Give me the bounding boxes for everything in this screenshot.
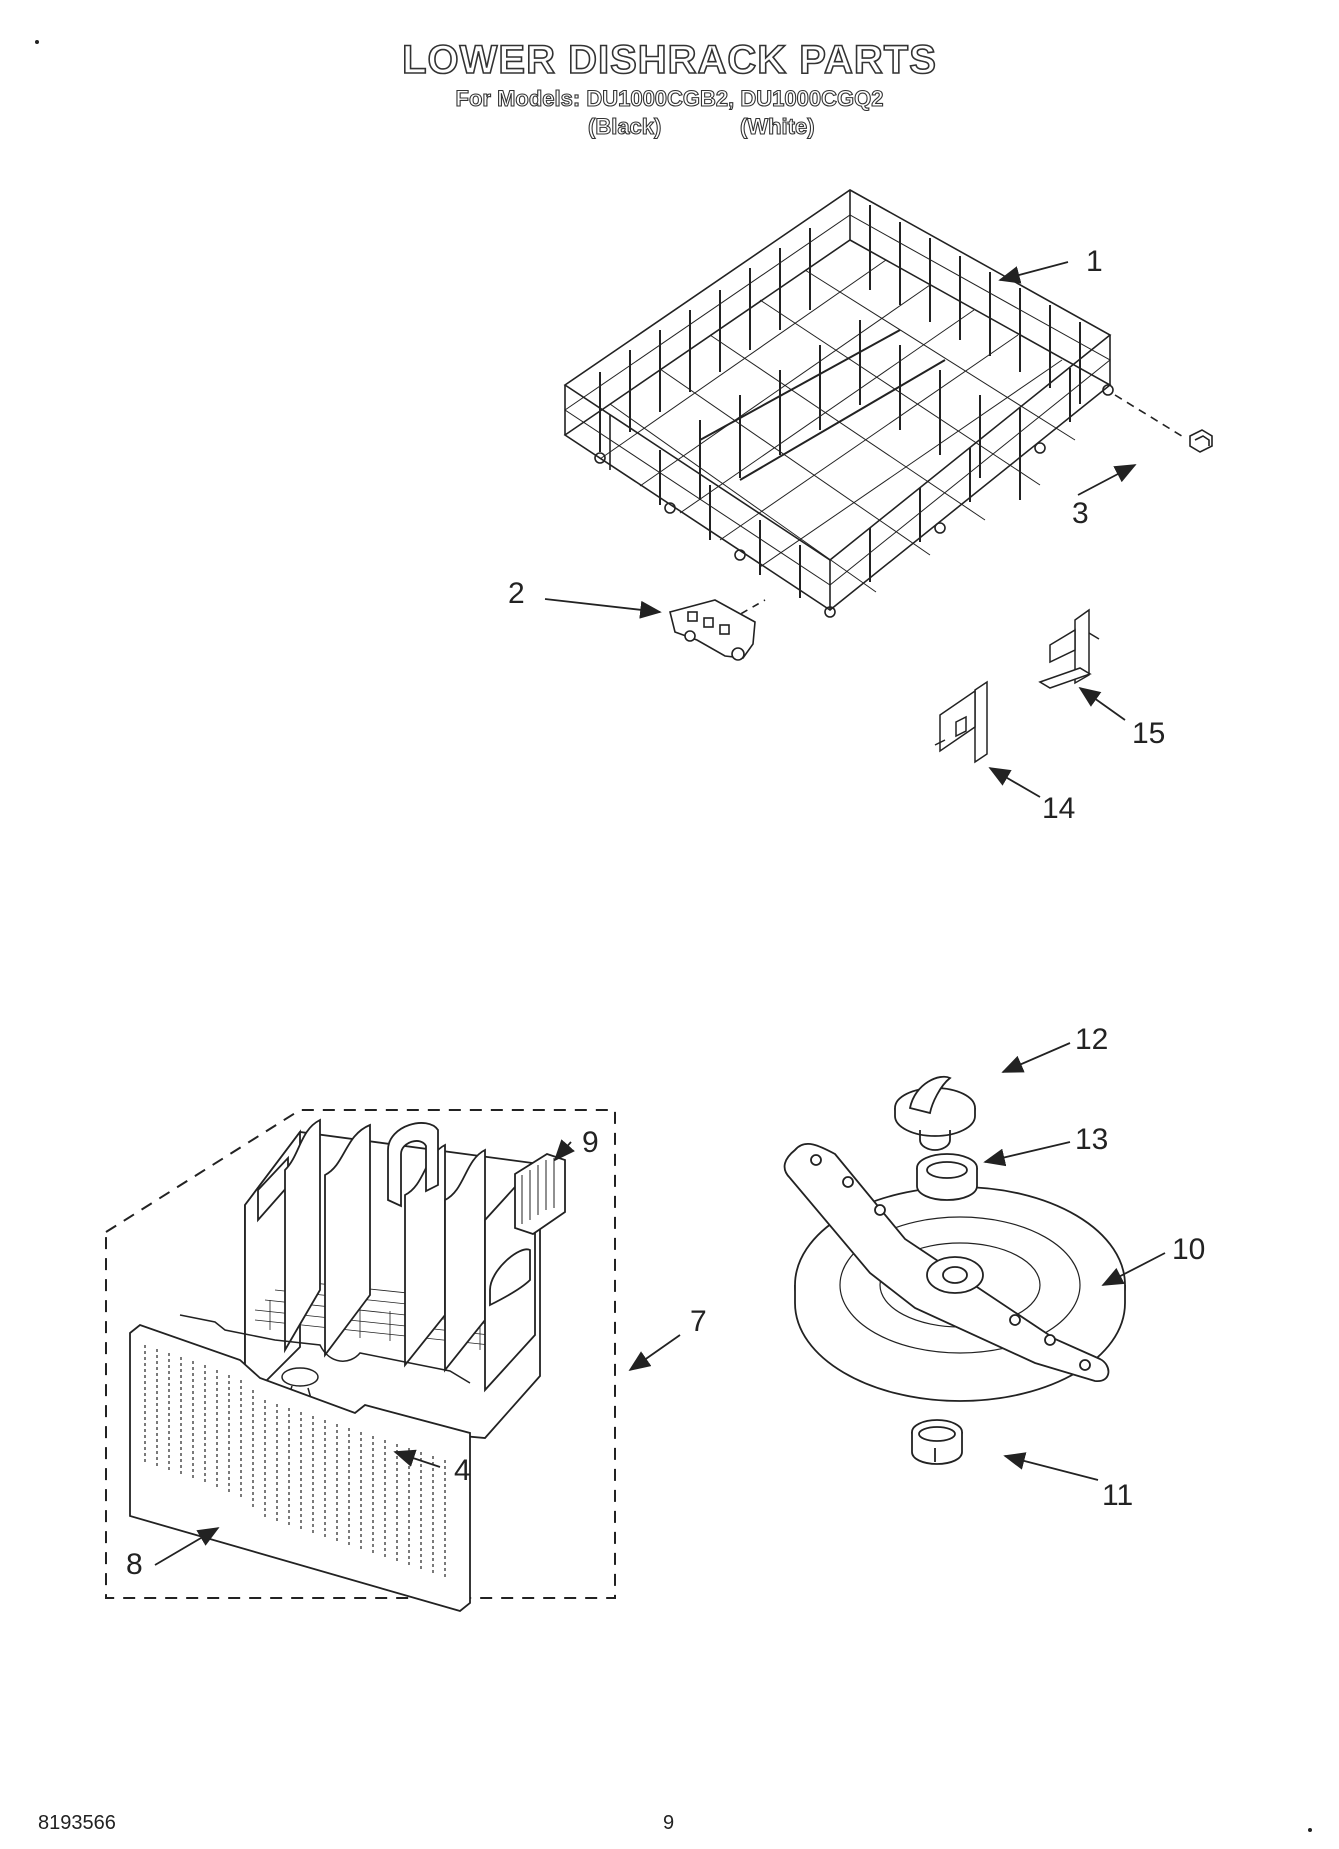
wheel-carrier-illustration — [669, 599, 766, 661]
variant-black: (Black) — [587, 113, 662, 139]
document-number: 8193566 — [38, 1812, 116, 1834]
callout-12: 12 — [1075, 1023, 1109, 1056]
variant-white: (White) — [739, 113, 815, 139]
callout-14: 14 — [1042, 792, 1076, 825]
rack-clip-upper-illustration — [1038, 608, 1100, 689]
callout-7: 7 — [690, 1305, 707, 1338]
callout-10: 10 — [1172, 1233, 1206, 1266]
rack-clip-lower-illustration — [934, 680, 988, 764]
stray-mark — [1308, 1828, 1312, 1832]
callout-13: 13 — [1075, 1123, 1109, 1156]
callout-15: 15 — [1132, 717, 1166, 750]
models-line: For Models: DU1000CGB2, DU1000CGQ2 — [455, 85, 884, 111]
spray-arm-cap-illustration — [894, 1075, 976, 1151]
callout-2: 2 — [508, 577, 525, 610]
rack-wheel-illustration — [1114, 394, 1213, 453]
silverware-basket-illustration — [244, 1118, 566, 1439]
dishrack-illustration — [563, 189, 1114, 618]
callout-1: 1 — [1086, 245, 1103, 278]
leader-arrows — [154, 261, 1166, 1566]
callout-8: 8 — [126, 1548, 143, 1581]
page-title: LOWER DISHRACK PARTS — [401, 37, 937, 83]
callout-3: 3 — [1072, 497, 1089, 530]
callout-11: 11 — [1102, 1479, 1134, 1512]
stray-mark — [35, 40, 39, 44]
callout-9: 9 — [582, 1126, 599, 1159]
callout-4: 4 — [454, 1454, 471, 1487]
spray-arm-illustration — [783, 1142, 1110, 1382]
bearing-ring-illustration — [916, 1153, 978, 1201]
basket-assembly-outline — [105, 1109, 616, 1599]
page-number: 9 — [663, 1812, 675, 1834]
seal-ring-illustration — [911, 1419, 963, 1465]
